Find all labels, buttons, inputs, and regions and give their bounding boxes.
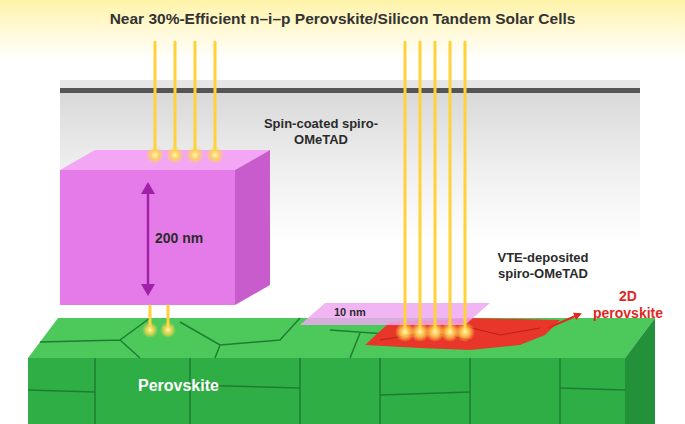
layer-label: 2D perovskite — [586, 288, 670, 322]
spiro-box-front — [60, 170, 235, 305]
layer-name: Perovskite — [138, 376, 219, 395]
light-beams — [150, 42, 465, 330]
layer-label: Spin-coated spiro-OMeTAD — [262, 116, 380, 147]
spiro-box-top — [60, 150, 270, 170]
sunlight-band — [0, 0, 685, 60]
dimension-label: 200 nm — [155, 230, 225, 247]
arrow-head — [141, 284, 155, 296]
grain-boundaries — [28, 318, 625, 424]
thin-spiro-sheet — [300, 303, 490, 325]
perovskite-front — [28, 358, 625, 424]
perovskite-side — [625, 318, 655, 424]
glass-edge — [60, 88, 640, 93]
title: Near 30%-Efficient n–i–p Perovskite/Sili… — [0, 10, 685, 28]
glass-top — [60, 80, 640, 89]
layer-label: VTE-deposited spiro-OMeTAD — [478, 250, 608, 281]
dimension-label: 10 nm — [334, 306, 384, 319]
thickness-arrow — [147, 188, 150, 290]
light-glows — [142, 146, 475, 342]
arrow-head — [141, 182, 155, 194]
leader-arrow — [548, 314, 580, 328]
spiro-box-side — [235, 150, 270, 305]
perovskite-layer: Perovskite — [28, 358, 625, 424]
